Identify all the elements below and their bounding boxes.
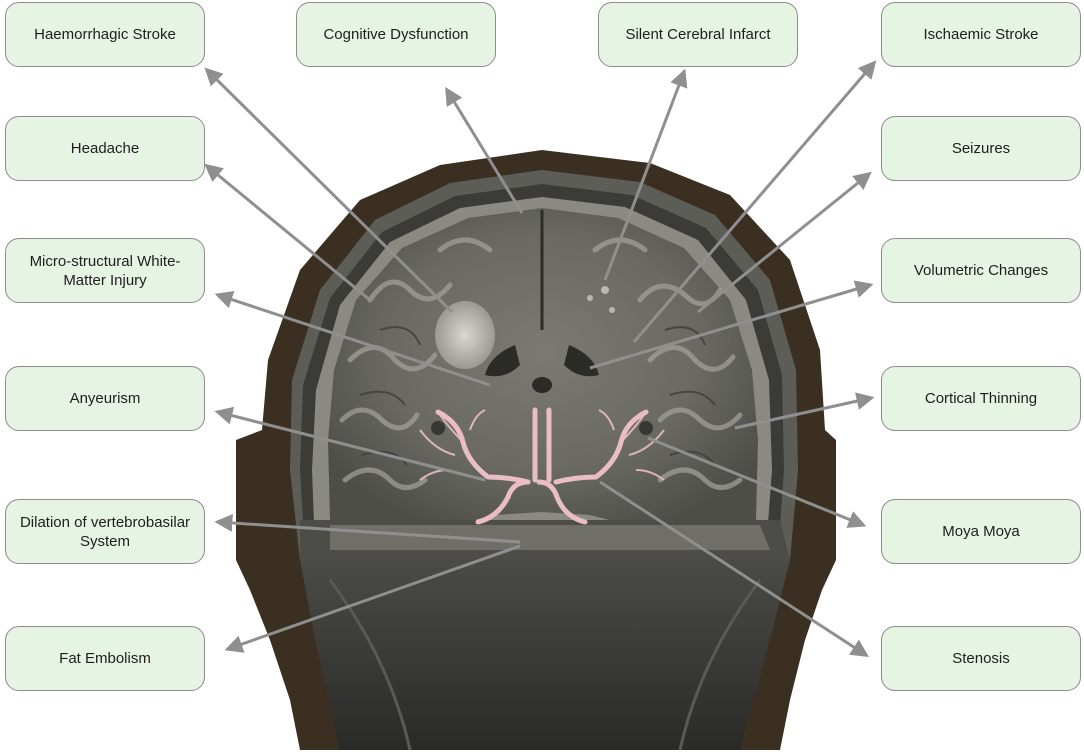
label-silent-cerebral-infarct-text: Silent Cerebral Infarct — [625, 26, 771, 43]
label-cortical-thinning-text: Cortical Thinning — [924, 390, 1038, 407]
label-cortical-thinning: Cortical Thinning — [881, 366, 1081, 431]
label-cognitive-dysfunction-text: Cognitive Dysfunction — [323, 26, 469, 43]
arrow-cognitive-dysfunction — [445, 86, 524, 214]
label-dilation-vertebrobasilar: Dilation of vertebrobasilar System — [5, 499, 205, 564]
ventricles — [485, 345, 599, 377]
arrows — [204, 60, 877, 657]
label-aneurysm-text: Anyeurism — [69, 390, 141, 407]
label-stenosis-text: Stenosis — [952, 650, 1010, 667]
arrow-cortical-thinning — [734, 392, 875, 430]
label-fat-embolism: Fat Embolism — [5, 626, 205, 691]
arrow-volumetric-changes — [589, 280, 874, 370]
arrow-moya-moya — [647, 436, 867, 528]
arrow-aneurysm — [214, 406, 486, 482]
neck — [300, 560, 790, 750]
label-cognitive-dysfunction: Cognitive Dysfunction — [296, 2, 496, 67]
arrow-silent-cerebral-infarct — [603, 68, 688, 281]
arrow-stenosis — [599, 480, 870, 657]
label-stenosis: Stenosis — [881, 626, 1081, 691]
label-ischaemic-stroke: Ischaemic Stroke — [881, 2, 1081, 67]
lesion — [435, 301, 495, 369]
label-haemorrhagic-stroke-text: Haemorrhagic Stroke — [34, 26, 176, 43]
label-moya-moya: Moya Moya — [881, 499, 1081, 564]
label-aneurysm: Anyeurism — [5, 366, 205, 431]
label-dilation-vertebrobasilar-text: Dilation of vertebrobasilar System — [19, 513, 191, 550]
arrow-dilation-vertebrobasilar — [214, 513, 521, 544]
arrow-white-matter-injury — [214, 290, 491, 387]
label-silent-cerebral-infarct: Silent Cerebral Infarct — [598, 2, 798, 67]
label-moya-moya-text: Moya Moya — [942, 523, 1020, 540]
arrow-haemorrhagic-stroke — [204, 67, 454, 314]
label-volumetric-changes: Volumetric Changes — [881, 238, 1081, 303]
label-headache-text: Headache — [70, 140, 140, 157]
label-white-matter-injury: Micro-structural White-Matter Injury — [5, 238, 205, 303]
label-fat-embolism-text: Fat Embolism — [59, 650, 151, 667]
label-volumetric-changes-text: Volumetric Changes — [913, 262, 1049, 279]
label-white-matter-injury-text: Micro-structural White-Matter Injury — [29, 252, 181, 289]
label-seizures: Seizures — [881, 116, 1081, 181]
label-seizures-text: Seizures — [951, 140, 1011, 157]
label-haemorrhagic-stroke: Haemorrhagic Stroke — [5, 2, 205, 67]
label-ischaemic-stroke-text: Ischaemic Stroke — [923, 26, 1039, 43]
cerebral-vessels — [435, 407, 649, 525]
arrow-ischaemic-stroke — [632, 60, 877, 343]
arrow-seizures — [697, 171, 872, 314]
arrow-headache — [204, 163, 371, 302]
label-headache: Headache — [5, 116, 205, 181]
arrow-fat-embolism — [224, 544, 521, 653]
